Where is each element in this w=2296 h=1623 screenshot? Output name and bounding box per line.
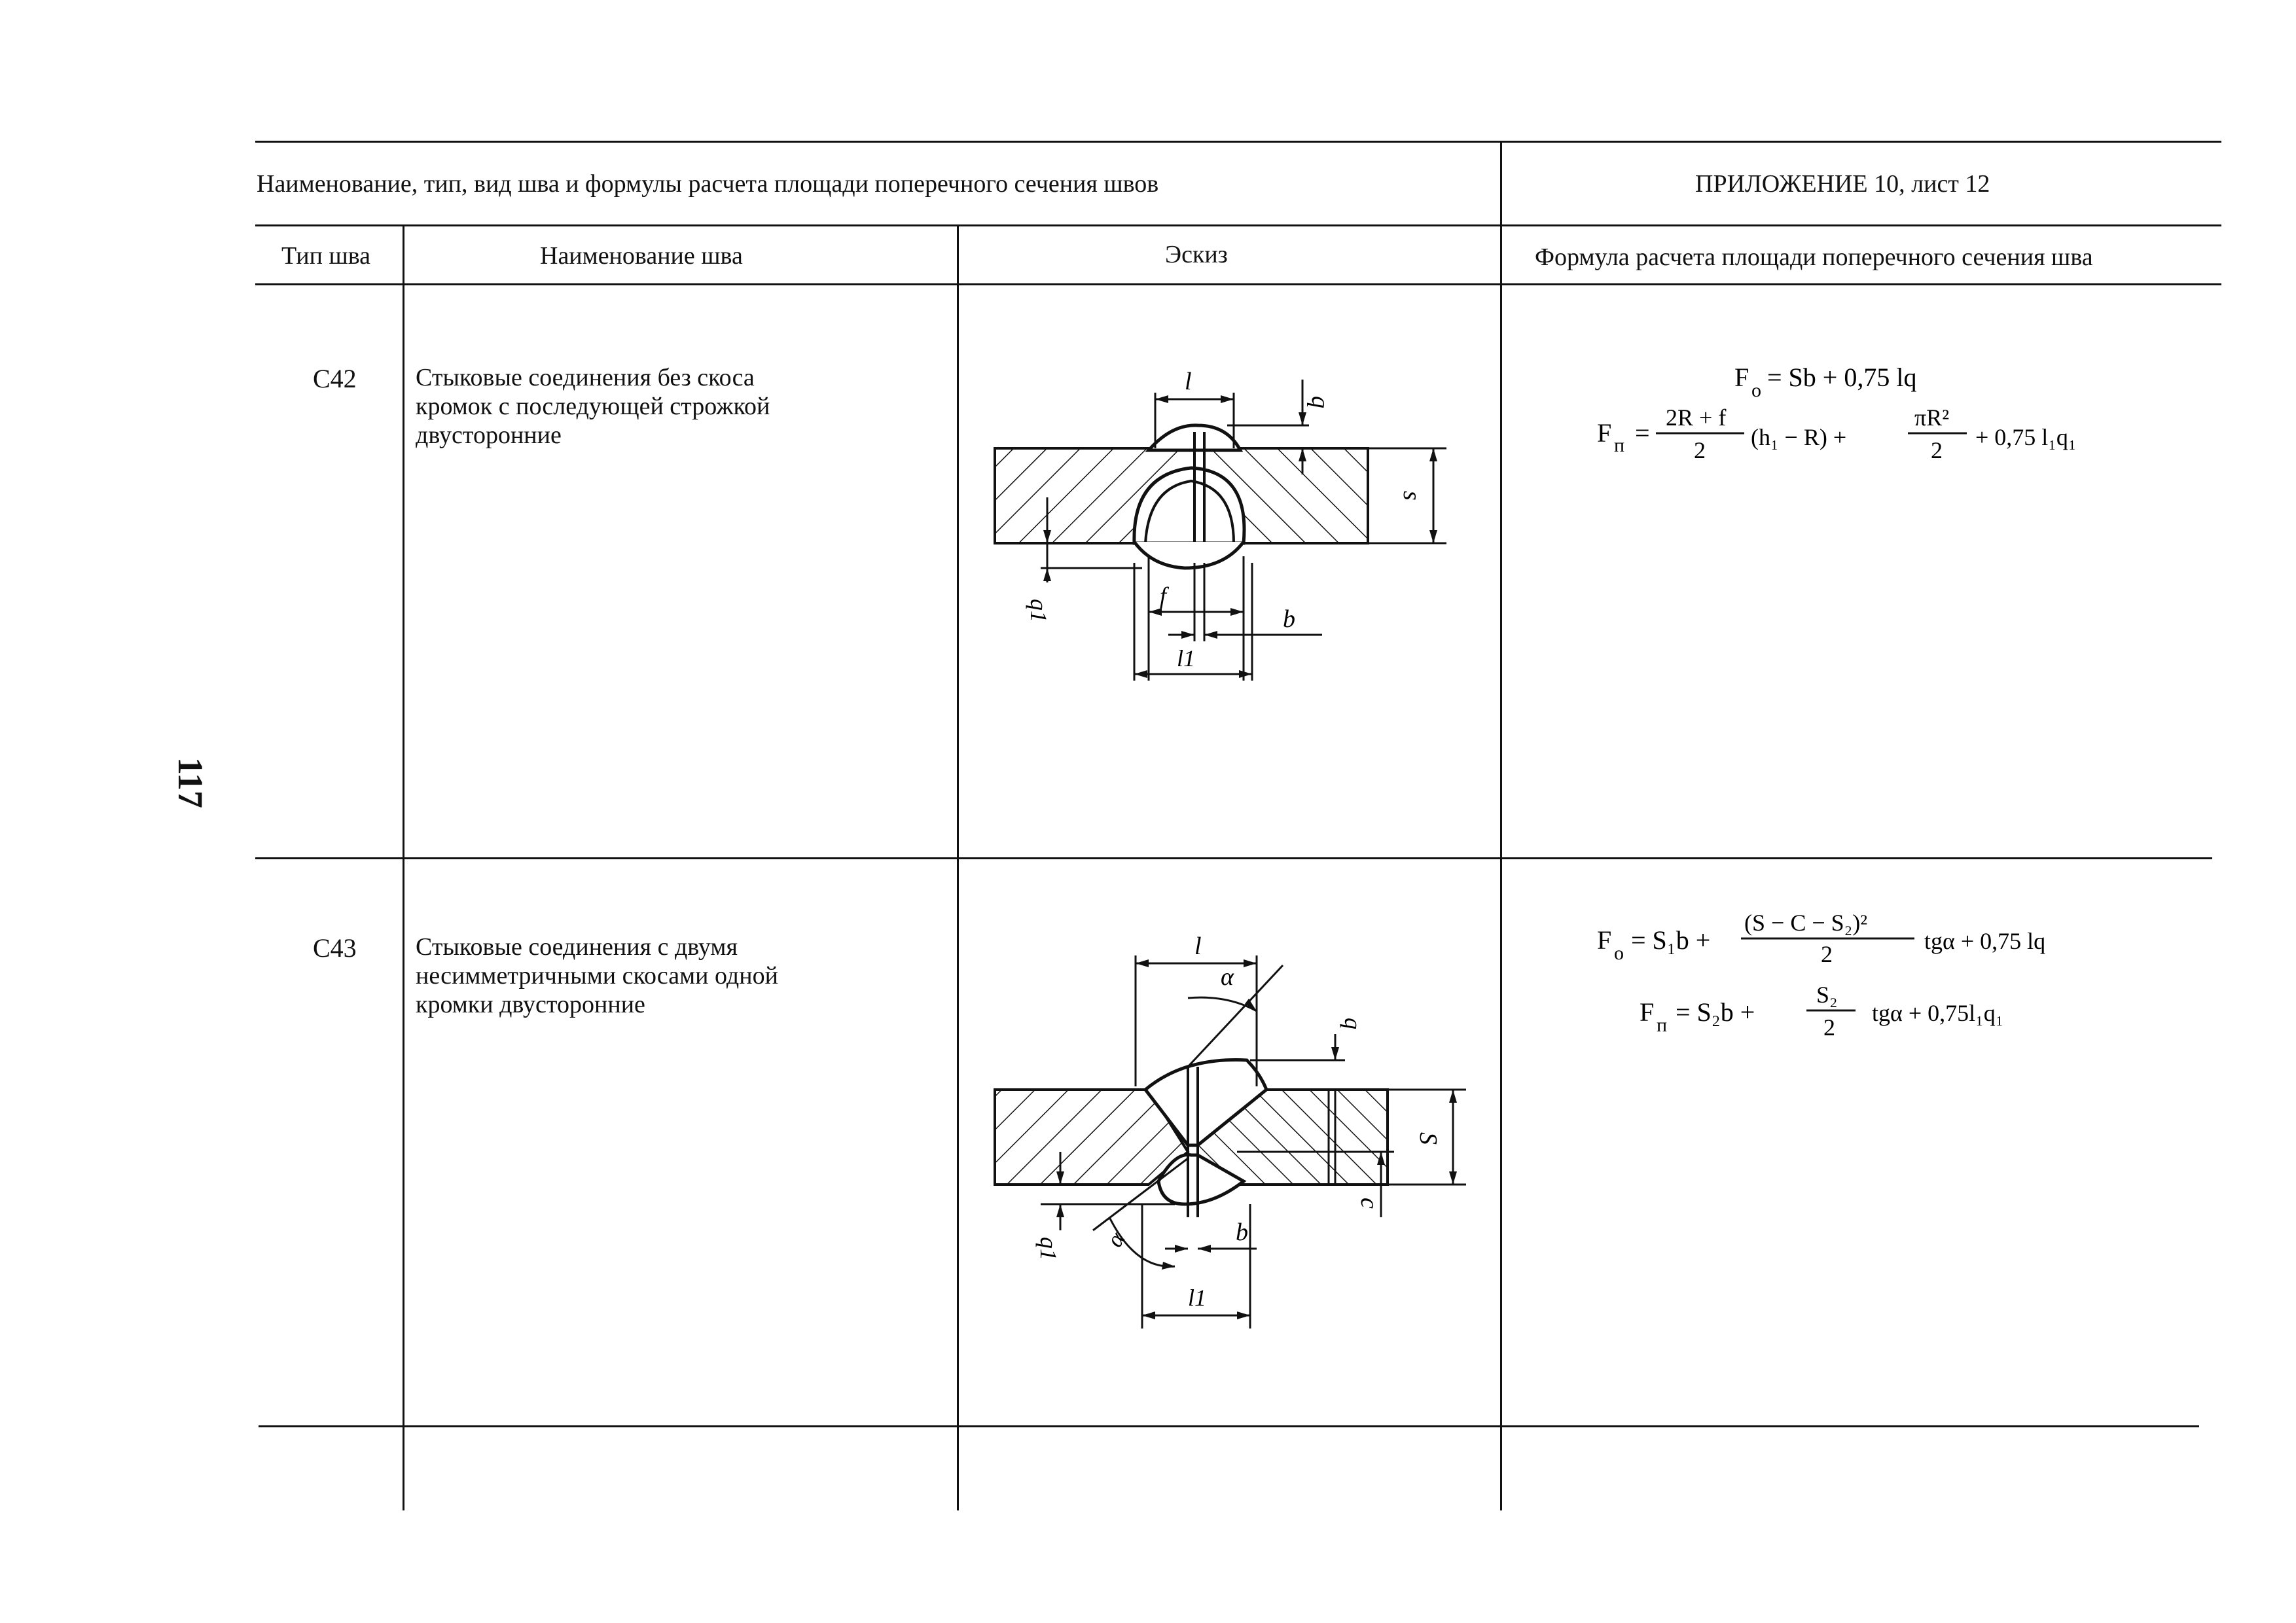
row-2-name: Стыковые соединения с двумя несимметричн… xyxy=(416,933,778,1019)
row-1-name: Стыковые соединения без скоса кромок с п… xyxy=(416,363,770,450)
row-2-label-s: S xyxy=(1414,1132,1442,1145)
column-header-sketch: Эскиз xyxy=(1165,241,1228,268)
row-1-fo-sub: о xyxy=(1751,380,1761,401)
row-1-formula: F о = Sb + 0,75 lq F п = 2R + f 2 (h₁ − … xyxy=(1597,363,2076,463)
col-divider-2 xyxy=(957,224,959,1510)
row-1-fp-den1: 2 xyxy=(1694,437,1706,463)
page-number: 117 xyxy=(171,757,211,809)
row-2-name-line-1: Стыковые соединения с двумя xyxy=(416,933,738,961)
row-1-name-line-2: кромок с последующей строжкой xyxy=(416,393,770,420)
column-header-type: Тип шва xyxy=(281,242,371,270)
row-2-weld-sketch: l α q S c q1 α b l1 xyxy=(994,933,1466,1329)
row-2-fp-lhs: F xyxy=(1640,997,1654,1027)
appendix-label: ПРИЛОЖЕНИЕ 10, лист 12 xyxy=(1695,170,1990,198)
row-1-label-l: l xyxy=(1185,368,1192,395)
header-divider xyxy=(1500,141,1502,226)
row-1-label-f: f xyxy=(1160,582,1170,609)
table-top-border xyxy=(255,141,2221,143)
column-header-formula: Формула расчета площади поперечного сече… xyxy=(1535,243,2093,271)
row-2-code: С43 xyxy=(313,933,357,963)
row-1-fp-mid: (h₁ − R) + xyxy=(1751,424,1846,450)
row-1-label-s: s xyxy=(1398,491,1426,501)
row-1-fo-rhs: = Sb + 0,75 lq xyxy=(1767,363,1916,392)
row-1-fp-num1: 2R + f xyxy=(1666,404,1726,431)
row-2-fo-tail: tgα + 0,75 lq xyxy=(1924,928,2045,954)
row-2-fo-den: 2 xyxy=(1821,941,1833,967)
row-1-code: С42 xyxy=(313,364,357,393)
row-2-fp-den: 2 xyxy=(1823,1014,1835,1041)
svg-text:=: = xyxy=(1635,418,1650,448)
row-1-fo-lhs: F xyxy=(1734,363,1749,392)
row-2-name-line-2: несимметричными скосами одной xyxy=(416,962,778,990)
row-2-fp-tail: tgα + 0,75l₁q₁ xyxy=(1872,1000,2003,1026)
row-2-label-c: c xyxy=(1355,1198,1383,1209)
column-header-name: Наименование шва xyxy=(540,242,743,270)
row-2-label-l: l xyxy=(1194,933,1202,960)
row-2-name-line-3: кромки двусторонние xyxy=(416,991,645,1018)
row-1-label-b: b xyxy=(1283,605,1295,633)
row-2-fp-sub: п xyxy=(1657,1014,1667,1036)
table-bottom-border xyxy=(259,1425,2199,1427)
col-divider-3 xyxy=(1500,224,1502,1510)
row-2-label-q1: q1 xyxy=(1035,1237,1062,1260)
row-1-fp-sub: п xyxy=(1614,435,1624,456)
row-2-label-q: q xyxy=(1340,1018,1366,1029)
row-1-name-line-3: двусторонние xyxy=(416,421,562,449)
row-2-fp-num: S₂ xyxy=(1816,982,1838,1008)
row-2-fo-lhs: F xyxy=(1597,925,1611,955)
row-1-name-line-1: Стыковые соединения без скоса xyxy=(416,364,755,391)
row-2-fo-mid: = S₁b + xyxy=(1631,925,1710,955)
row-divider xyxy=(255,857,2212,859)
row-1-label-l1: l1 xyxy=(1177,645,1195,671)
row-1-fp-num2: πR² xyxy=(1914,404,1949,431)
row-2-fo-sub: о xyxy=(1614,942,1624,964)
row-2-label-l1: l1 xyxy=(1188,1285,1206,1311)
row-1-label-q1: q1 xyxy=(1026,599,1052,622)
row-1-weld-sketch: l q s q1 f b l1 xyxy=(994,368,1446,681)
column-header-bottom xyxy=(255,283,2221,285)
row-2-label-alpha: α xyxy=(1221,963,1234,991)
row-1-label-q: q xyxy=(1306,396,1334,408)
row-2-fp-mid: = S₂b + xyxy=(1676,997,1755,1027)
column-header-top xyxy=(255,224,2221,226)
row-2-fo-num: (S − C − S₂)² xyxy=(1744,910,1867,936)
row-1-fp-tail: + 0,75 l₁q₁ xyxy=(1975,424,2076,450)
row-1-fp-den2: 2 xyxy=(1931,437,1943,463)
row-1-fp-lhs: F xyxy=(1597,418,1611,448)
row-2-label-b: b xyxy=(1236,1219,1248,1246)
col-divider-1 xyxy=(403,224,404,1510)
row-2-formula: F о = S₁b + (S − C − S₂)² 2 tgα + 0,75 l… xyxy=(1597,910,2045,1041)
table-title: Наименование, тип, вид шва и формулы рас… xyxy=(257,170,1159,198)
